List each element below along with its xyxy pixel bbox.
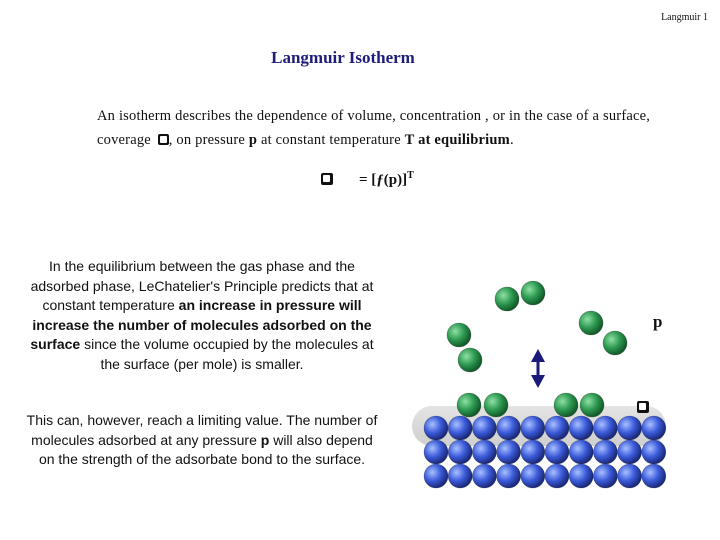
adsorbed-molecule [456,392,482,418]
gas-molecule [446,322,472,348]
formula-f: ƒ [376,172,384,188]
formula-equals: = [ [359,172,377,188]
surface-atom [423,415,449,441]
surface-atom [641,415,667,441]
theta-symbol-icon [157,134,169,145]
para2-text-1: This can, however, reach a limiting valu… [26,412,378,448]
adsorbed-molecule [553,392,579,418]
surface-atom [568,415,594,441]
surface-atom [544,439,570,465]
surface-atom [423,463,449,489]
surface-atom [472,463,497,489]
gas-molecule [602,330,628,356]
surface-atom [593,463,618,489]
intro-T: T [404,132,415,148]
page-title: Langmuir Isotherm [271,48,415,67]
intro-text-3: at constant temperature [257,132,405,148]
para1-bold: an increase in pressure will increase th… [30,297,372,352]
gas-molecules [446,280,628,373]
surface-atom [617,439,642,465]
surface-atom [544,415,570,441]
gas-molecule [494,286,520,312]
intro-p: p [248,132,258,148]
adsorbed-molecules [456,392,605,418]
surface-atom [496,463,521,489]
surface-atom [447,439,473,465]
adsorbed-molecule [483,392,509,418]
formula-arg: (p)] [383,172,408,188]
intro-paragraph: An isotherm describes the dependence of … [97,104,657,152]
surface-atom [520,439,546,465]
para2-p: p [260,431,270,448]
surface-atom [472,415,497,441]
surface-atom [568,439,594,465]
para1-text-1: In the equilibrium between the gas phase… [30,258,374,313]
adsorbed-molecule [579,392,605,418]
gas-molecule [457,347,483,373]
surface-atom [593,415,618,441]
intro-text-2: , on pressure [168,132,249,148]
surface-atom [593,439,618,465]
intro-text-4: at equilibrium [414,132,510,148]
surface-atom [520,463,546,489]
coverage-label [637,399,649,417]
surface-atom [617,415,642,441]
para1-text-2: since the volume occupied by the molecul… [80,336,374,372]
equilibrium-arrow-icon [531,349,545,388]
slide-label: Langmuir 1 [661,12,708,23]
surface-atoms [423,415,667,489]
surface-atom [472,439,497,465]
surface-atom [496,439,521,465]
surface-atom [641,463,667,489]
surface-atom [496,415,521,441]
surface-atom [568,463,594,489]
limiting-paragraph: This can, however, reach a limiting valu… [22,411,382,470]
intro-text-1: An isotherm describes the dependence of … [97,108,651,148]
surface-atom [423,439,449,465]
surface-atom [447,415,473,441]
theta-symbol-icon [637,401,649,413]
gas-molecule [520,280,546,306]
equilibrium-paragraph: In the equilibrium between the gas phase… [22,257,382,374]
para2-text-2: will also depend on the strength of the … [38,431,373,468]
gas-molecule [578,310,604,336]
theta-symbol-icon [321,173,333,185]
formula-exponent: T [407,170,414,181]
pressure-label: p [653,312,663,331]
surface-atom [544,463,570,489]
surface-atom [617,463,642,489]
surface-atom [447,463,473,489]
surface-atom [641,439,667,465]
formula: = [ƒ(p)]T [318,170,414,189]
surface-atom [520,415,546,441]
intro-text-5: . [509,132,514,148]
